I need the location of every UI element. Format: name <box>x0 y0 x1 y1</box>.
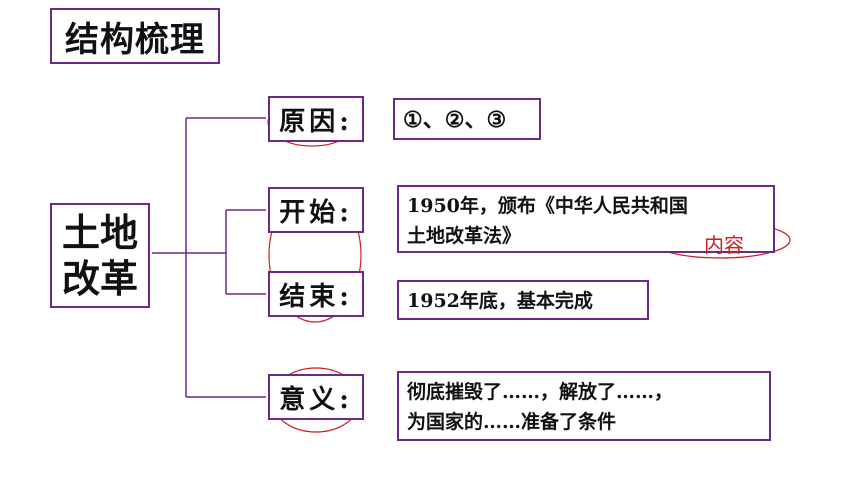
page-title: 结构梳理 <box>50 8 220 64</box>
content-box-end: 1952年底，基本完成 <box>397 280 649 320</box>
content-text: ①、②、③ <box>403 107 507 133</box>
content-text: 1952年底，基本完成 <box>407 290 593 312</box>
root-label-line2: 改革 <box>61 256 138 301</box>
branch-label-start: 开始: <box>268 187 364 233</box>
content-text: 土地改革法》 <box>407 225 522 247</box>
root-node: 土地 改革 <box>50 203 150 308</box>
annotation-label: 内容 <box>704 233 744 257</box>
content-text: 为国家的……准备了条件 <box>407 411 617 433</box>
branch-label-reason: 原因: <box>268 96 364 142</box>
branch-label-meaning: 意义: <box>268 374 364 420</box>
content-text: 彻底摧毁了……，解放了……， <box>407 381 674 403</box>
content-box-start: 1950年，颁布《中华人民共和国 土地改革法》 <box>397 185 775 253</box>
content-box-reason: ①、②、③ <box>393 98 541 140</box>
content-box-meaning: 彻底摧毁了……，解放了……， 为国家的……准备了条件 <box>397 371 771 441</box>
branch-label-end: 结束: <box>268 271 364 317</box>
content-text: 1950年，颁布《中华人民共和国 <box>407 195 688 217</box>
root-label-line1: 土地 <box>61 210 138 255</box>
